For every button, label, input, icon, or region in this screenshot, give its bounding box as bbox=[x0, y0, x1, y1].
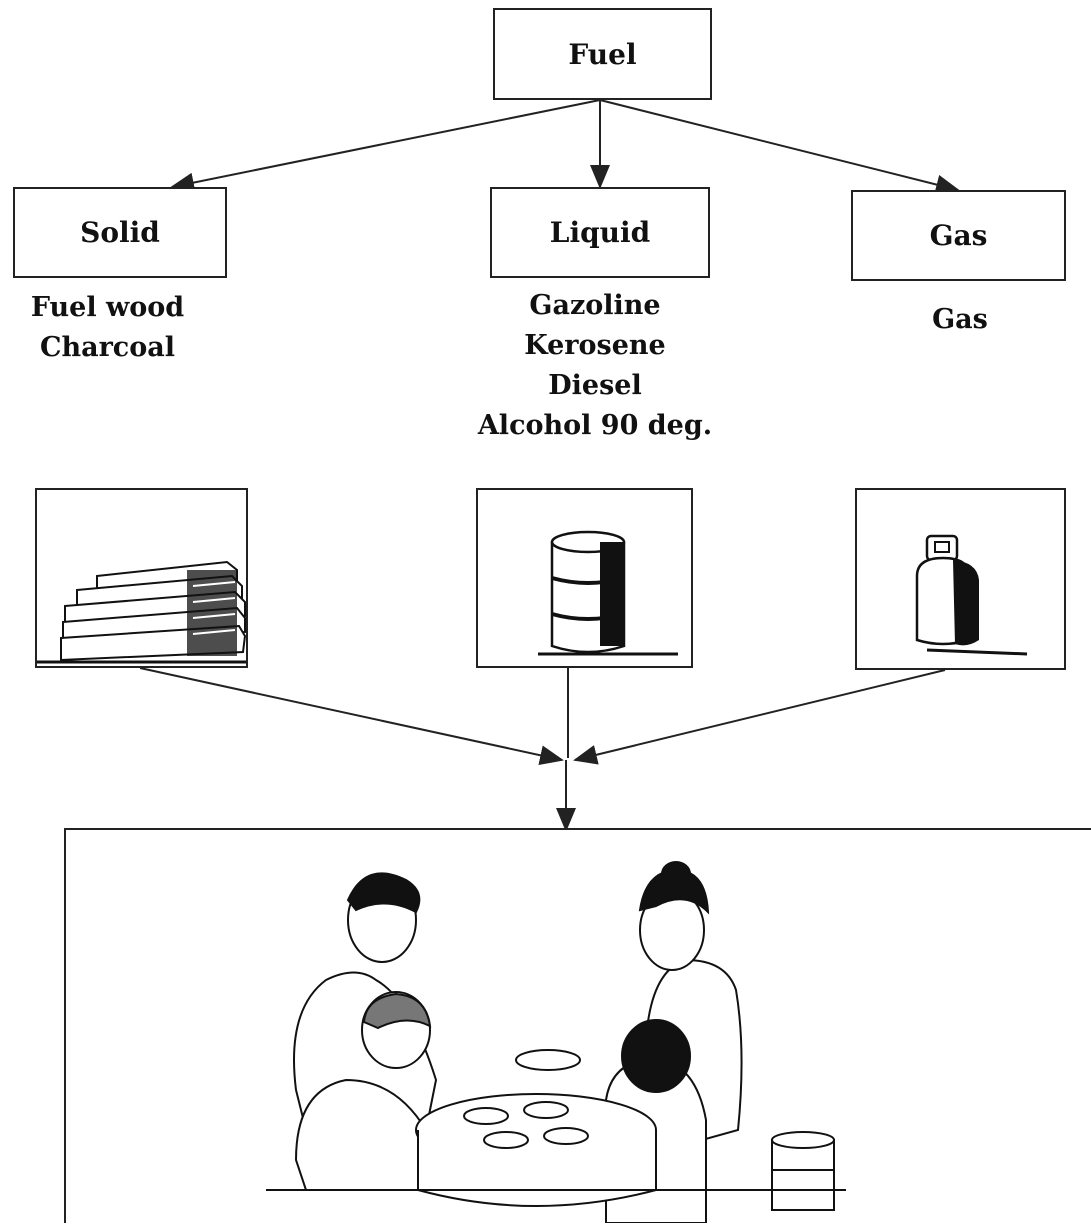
solid-items-list: Fuel wood Charcoal bbox=[20, 288, 195, 368]
arrow-gas-to-scene bbox=[573, 669, 946, 765]
liquid-category-label: Liquid bbox=[549, 216, 651, 249]
arrow-solid-to-scene bbox=[139, 667, 564, 766]
liquid-category-box: Liquid bbox=[490, 187, 710, 278]
solid-category-label: Solid bbox=[80, 216, 160, 249]
liquid-item: Kerosene bbox=[524, 330, 666, 361]
firewood-stack-icon bbox=[37, 560, 247, 664]
family-meal-scene-frame bbox=[64, 828, 1091, 1224]
gas-picture-frame bbox=[855, 488, 1066, 670]
liquid-item: Diesel bbox=[548, 370, 642, 401]
solid-item: Charcoal bbox=[39, 332, 176, 363]
liquid-picture-frame bbox=[476, 488, 693, 668]
gas-category-box: Gas bbox=[851, 190, 1066, 281]
gas-item: Gas bbox=[932, 304, 988, 335]
fuel-barrel-icon bbox=[538, 530, 678, 656]
liquid-item: Alcohol 90 deg. bbox=[477, 410, 713, 441]
liquid-items-list: Gazoline Kerosene Diesel Alcohol 90 deg. bbox=[470, 286, 720, 446]
fuel-root-label: Fuel bbox=[568, 37, 637, 71]
arrow-fuel-to-gas bbox=[599, 99, 960, 195]
fuel-root-box: Fuel bbox=[493, 8, 712, 100]
solid-item: Fuel wood bbox=[30, 292, 185, 323]
solid-category-box: Solid bbox=[13, 187, 227, 278]
family-meal-illustration bbox=[266, 861, 846, 1224]
solid-picture-frame bbox=[35, 488, 248, 668]
liquid-item: Gazoline bbox=[529, 290, 661, 321]
arrow-fuel-to-solid bbox=[170, 99, 601, 193]
gas-category-label: Gas bbox=[929, 219, 988, 252]
gas-items-list: Gas bbox=[900, 300, 1020, 340]
gas-cylinder-icon bbox=[915, 534, 1028, 656]
